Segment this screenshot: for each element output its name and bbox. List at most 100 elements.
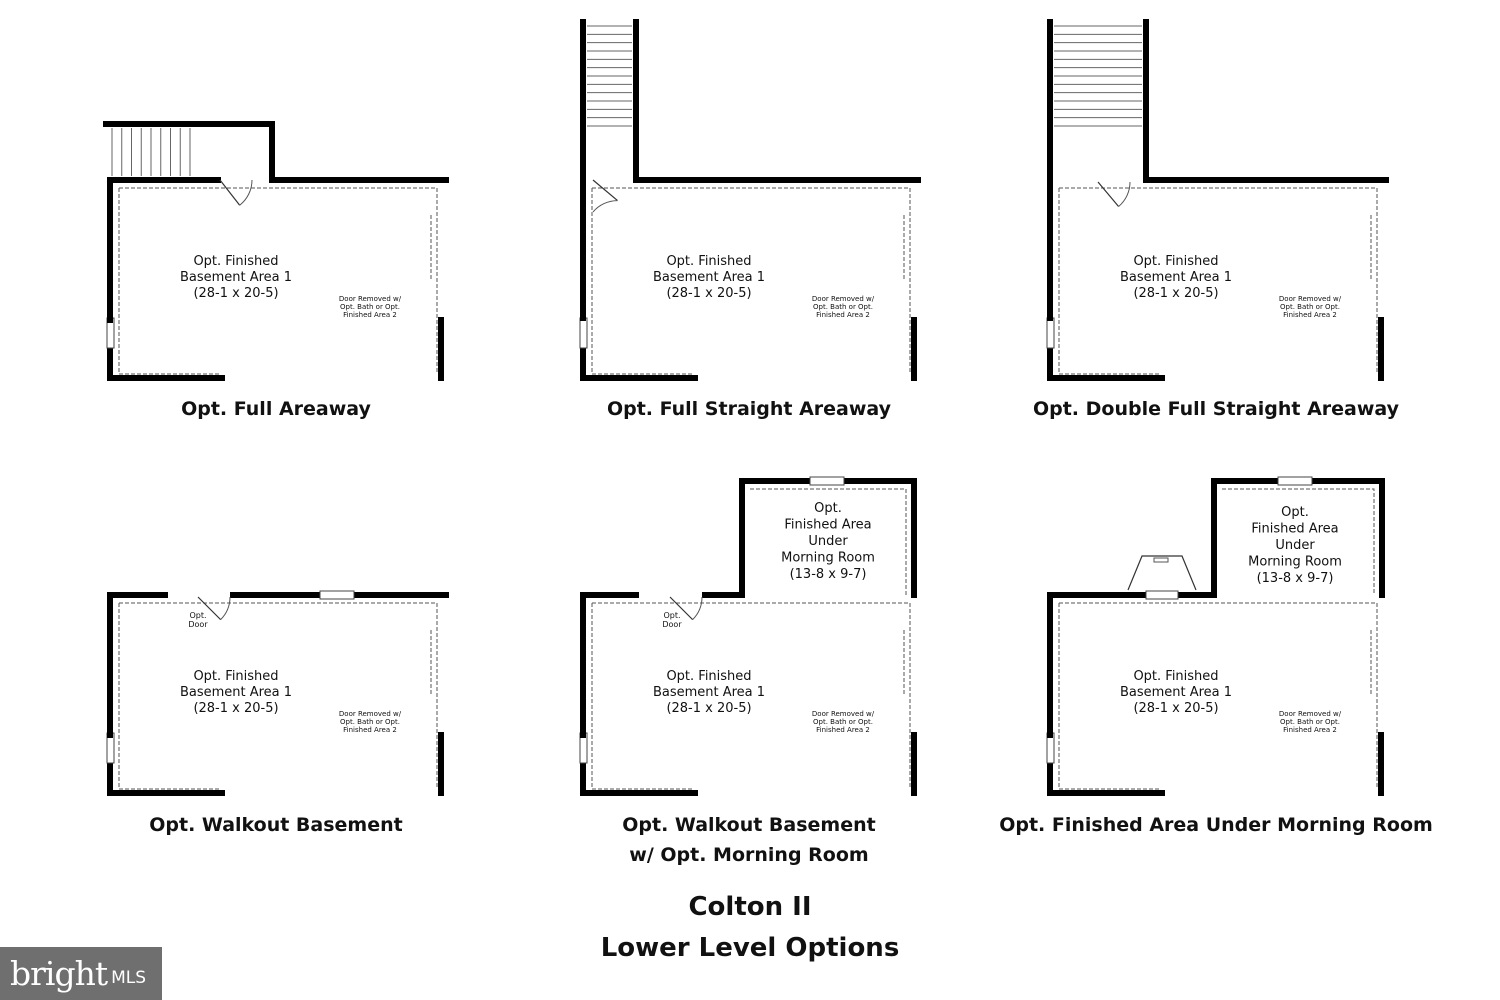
door-removed-note: Door Removed w/Opt. Bath or Opt.Finished… bbox=[339, 710, 402, 734]
opt-door-label-line: Door bbox=[662, 620, 682, 629]
interior-wall-line bbox=[592, 602, 911, 789]
page-title: Colton II Lower Level Options bbox=[0, 887, 1500, 969]
title-line-2: Lower Level Options bbox=[600, 933, 900, 963]
window bbox=[579, 317, 588, 349]
door-leaf bbox=[197, 596, 222, 621]
window-well bbox=[1127, 555, 1197, 591]
door bbox=[592, 179, 618, 213]
opt-door-label-line: Door bbox=[188, 620, 208, 629]
door-swing-arc bbox=[1118, 181, 1131, 207]
stairs bbox=[1054, 25, 1142, 127]
door-removed-note: Door Removed w/Opt. Bath or Opt.Finished… bbox=[1279, 295, 1342, 319]
door-removed-note-line: Door Removed w/ bbox=[1279, 295, 1342, 303]
opt-door-label-line: Opt. bbox=[189, 611, 206, 620]
opt-door-label: Opt.Door bbox=[662, 611, 682, 629]
title-line-1: Colton II bbox=[688, 892, 812, 922]
room-label-morning-room-line: Finished Area bbox=[1251, 522, 1338, 537]
morning-room-wall bbox=[702, 478, 917, 598]
room-label-basement-line: (28-1 x 20-5) bbox=[1133, 286, 1218, 301]
door-removed-note-line: Door Removed w/ bbox=[1279, 710, 1342, 718]
room-label-morning-room-line: Opt. bbox=[814, 501, 842, 516]
door-removed-note-line: Opt. Bath or Opt. bbox=[1280, 718, 1340, 726]
bright-mls-watermark: bright MLS bbox=[0, 947, 162, 1000]
plan-caption-finished-area-under-morning-room: Opt. Finished Area Under Morning Room bbox=[999, 814, 1433, 836]
watermark-suffix: MLS bbox=[111, 967, 147, 988]
door-swing-arc bbox=[220, 596, 231, 620]
door-removed-note-line: Door Removed w/ bbox=[339, 710, 402, 718]
exterior-wall-bottom-left bbox=[107, 315, 225, 381]
interior-wall-line bbox=[118, 603, 220, 790]
room-label-basement-line: (28-1 x 20-5) bbox=[193, 701, 278, 716]
door-removed-note-line: Finished Area 2 bbox=[343, 311, 397, 319]
door-removed-note-line: Door Removed w/ bbox=[812, 295, 875, 303]
room-label-morning-room-line: Under bbox=[1275, 538, 1315, 553]
door-removed-note-line: Opt. Bath or Opt. bbox=[813, 303, 873, 311]
room-label-morning-room-line: (13-8 x 9-7) bbox=[790, 567, 867, 582]
room-label-morning-room-line: Morning Room bbox=[1248, 555, 1342, 570]
morning-room-interior-line bbox=[1222, 488, 1375, 595]
exterior-wall-bottom-left bbox=[580, 315, 698, 381]
opt-door bbox=[669, 596, 703, 621]
interior-wall-line bbox=[1058, 603, 1160, 790]
door-removed-note-line: Door Removed w/ bbox=[339, 295, 402, 303]
room-label-basement-line: Basement Area 1 bbox=[1120, 685, 1232, 700]
areaway-wall bbox=[103, 121, 449, 183]
exterior-wall-bottom-left bbox=[107, 730, 225, 796]
room-label-basement-line: Basement Area 1 bbox=[180, 685, 292, 700]
door-removed-note-line: Finished Area 2 bbox=[816, 726, 870, 734]
room-label-basement-line: Basement Area 1 bbox=[1120, 270, 1232, 285]
door-removed-note-line: Opt. Bath or Opt. bbox=[340, 303, 400, 311]
door-removed-note-line: Door Removed w/ bbox=[812, 710, 875, 718]
morning-room-interior-line bbox=[750, 488, 907, 595]
room-label-basement-line: Opt. Finished bbox=[666, 669, 751, 684]
room-label-basement-line: Opt. Finished bbox=[1133, 669, 1218, 684]
door-removed-note-line: Opt. Bath or Opt. bbox=[340, 718, 400, 726]
plan-caption-full-straight-areaway: Opt. Full Straight Areaway bbox=[606, 398, 892, 420]
door-removed-note: Door Removed w/Opt. Bath or Opt.Finished… bbox=[812, 295, 875, 319]
room-label-basement-line: Basement Area 1 bbox=[653, 685, 765, 700]
door bbox=[1097, 181, 1131, 207]
door-removed-note-line: Finished Area 2 bbox=[1283, 311, 1337, 319]
window bbox=[319, 590, 355, 600]
room-label-basement-line: (28-1 x 20-5) bbox=[666, 701, 751, 716]
window bbox=[1277, 476, 1313, 486]
watermark-logo: bright bbox=[10, 954, 108, 993]
door-removed-note: Door Removed w/Opt. Bath or Opt.Finished… bbox=[1279, 710, 1342, 734]
exterior-wall-bottom-left bbox=[1047, 315, 1165, 381]
stairs bbox=[111, 128, 191, 176]
interior-wall-line bbox=[591, 603, 693, 790]
door-removed-note-line: Finished Area 2 bbox=[816, 311, 870, 319]
door-leaf bbox=[1097, 181, 1120, 207]
door-swing-arc bbox=[692, 596, 703, 620]
door-leaf bbox=[219, 179, 241, 206]
door-removed-note: Door Removed w/Opt. Bath or Opt.Finished… bbox=[812, 710, 875, 734]
door-removed-note-line: Finished Area 2 bbox=[343, 726, 397, 734]
door-swing-arc bbox=[239, 179, 253, 206]
room-label-morning-room-line: Finished Area bbox=[784, 518, 871, 533]
room-label-basement-line: Basement Area 1 bbox=[653, 270, 765, 285]
interior-wall-line bbox=[592, 187, 911, 374]
window bbox=[1046, 317, 1055, 349]
door bbox=[219, 179, 253, 206]
opt-door bbox=[197, 596, 231, 621]
door-removed-note-line: Opt. Bath or Opt. bbox=[813, 718, 873, 726]
door-removed-note-line: Opt. Bath or Opt. bbox=[1280, 303, 1340, 311]
interior-wall-line bbox=[119, 602, 438, 789]
stair-wall-right bbox=[1143, 19, 1389, 183]
room-label-morning-room-line: Opt. bbox=[1281, 505, 1309, 520]
room-label-basement-line: Opt. Finished bbox=[1133, 254, 1218, 269]
